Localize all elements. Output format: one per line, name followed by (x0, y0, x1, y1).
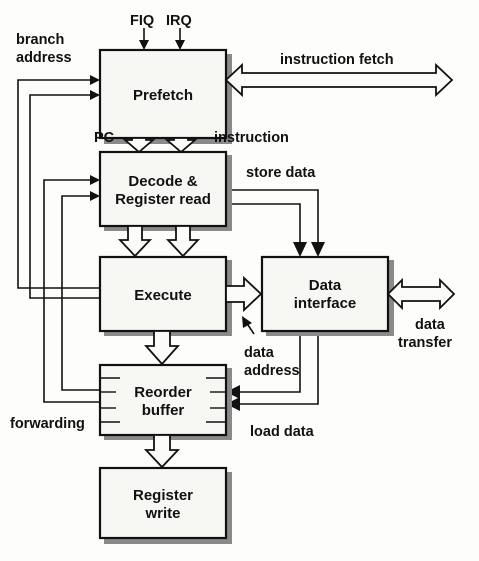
forwarding-inner-arrowhead (90, 191, 100, 201)
load-data-arrowhead (226, 397, 240, 411)
data-transfer-label-2: transfer (398, 335, 452, 351)
instruction-label: instruction (214, 130, 289, 146)
branch-address-line (17, 79, 100, 289)
decode-execute-arrow-1 (117, 225, 153, 258)
load-data-line (240, 330, 319, 405)
data-transfer-arrow (386, 277, 456, 311)
forwarding-line-inner (61, 195, 100, 391)
pc-arrow (122, 137, 156, 154)
prefetch-label: Prefetch (133, 87, 193, 104)
irq-label: IRQ (166, 13, 192, 29)
store-data-arrowhead-2 (293, 242, 307, 257)
store-data-line-2 (226, 203, 301, 242)
data-address-arrowhead (242, 316, 252, 328)
reorder-label-2: buffer (142, 402, 185, 419)
forwarding-label: forwarding (10, 416, 85, 432)
fiq-arrowhead (139, 40, 149, 50)
data-interface-label-2: interface (294, 295, 357, 312)
execute-data-arrow (225, 275, 263, 313)
data-interface-label-1: Data (309, 277, 342, 294)
load-data-line-2 (240, 330, 301, 393)
store-data-label: store data (246, 165, 316, 181)
decode-execute-arrow-2 (165, 225, 201, 258)
branch-address-arrowhead (90, 75, 100, 85)
pc-label: PC (94, 130, 115, 146)
instruction-fetch-label: instruction fetch (280, 52, 394, 68)
branch-label-1: branch (16, 32, 64, 48)
decode-block (98, 150, 228, 228)
forwarding-line-outer (43, 179, 100, 403)
irq-arrowhead (175, 40, 185, 50)
reorder-label-1: Reorder (134, 384, 192, 401)
register-write-label-2: write (144, 505, 180, 522)
execute-reorder-arrow (143, 330, 181, 366)
branch-address-inner-line (29, 94, 100, 299)
branch-address-inner-arrowhead (90, 90, 100, 100)
branch-label-2: address (16, 50, 72, 66)
data-transfer-label-1: data (415, 317, 446, 333)
data-address-label-1: data (244, 345, 275, 361)
fiq-label: FIQ (130, 13, 154, 29)
register-write-block (98, 466, 228, 540)
forwarding-outer-arrowhead (90, 175, 100, 185)
decode-label-1: Decode & (128, 173, 197, 190)
reorder-regwrite-arrow (143, 434, 181, 469)
store-data-arrowhead (311, 242, 325, 257)
instruction-fetch-arrow (224, 62, 454, 98)
prefetch-block (98, 48, 228, 140)
reorder-buffer-block (98, 363, 228, 437)
data-interface-block (260, 255, 390, 333)
execute-label: Execute (134, 287, 192, 304)
instruction-arrow (164, 137, 198, 154)
store-data-line (226, 189, 319, 242)
data-address-label-2: address (244, 363, 300, 379)
register-write-label-1: Register (133, 487, 193, 504)
decode-label-2: Register read (115, 191, 211, 208)
load-data-label: load data (250, 424, 315, 440)
load-data-arrowhead-2 (226, 385, 240, 399)
